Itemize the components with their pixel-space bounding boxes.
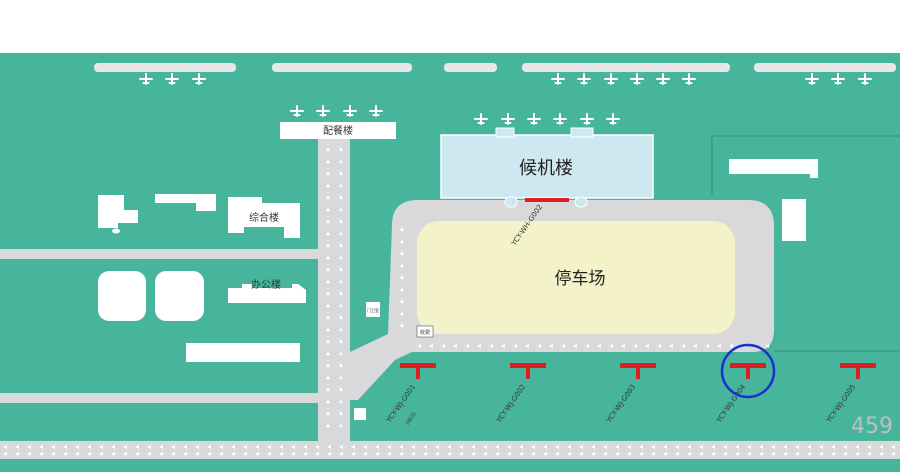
bottom-road [0, 441, 900, 459]
terminal-gate-marker [525, 198, 569, 202]
gate-marker-stem [746, 367, 750, 379]
parking-label: 停车场 [555, 269, 606, 289]
gate-marker [840, 363, 876, 368]
gate-marker-stem [416, 367, 420, 379]
gate-marker [510, 363, 546, 368]
gate-marker-stem [636, 367, 640, 379]
toll-booth-label: 收费 [420, 329, 430, 336]
catering-building [280, 122, 396, 139]
terminal-label: 候机楼 [519, 158, 573, 179]
gate-marker [730, 363, 766, 368]
right-enclosure [711, 135, 900, 196]
highlighted-gate-circle [720, 343, 776, 399]
office-building-label: 办公楼 [251, 278, 281, 291]
side-roads [0, 249, 318, 403]
parking-lot [417, 221, 735, 334]
guard-house-label: 门卫室 [367, 307, 379, 313]
guard-house [366, 302, 380, 317]
small-hut [354, 408, 366, 420]
right-building [729, 159, 818, 178]
gate-marker [620, 363, 656, 368]
right-building-tall [782, 199, 806, 241]
left-buildings [98, 194, 306, 362]
gate-marker [400, 363, 436, 368]
main-road-vertical [318, 139, 350, 441]
gate-marker-stem [526, 367, 530, 379]
catering-label: 配餐楼 [323, 124, 353, 137]
apron-strips [94, 63, 896, 72]
page-number: 459 [851, 414, 893, 439]
terminal-building [440, 127, 654, 208]
bottom-curb [0, 460, 900, 472]
toll-booth [416, 325, 434, 338]
gate-marker-stem [856, 367, 860, 379]
complex-building-label: 综合楼 [249, 211, 279, 224]
